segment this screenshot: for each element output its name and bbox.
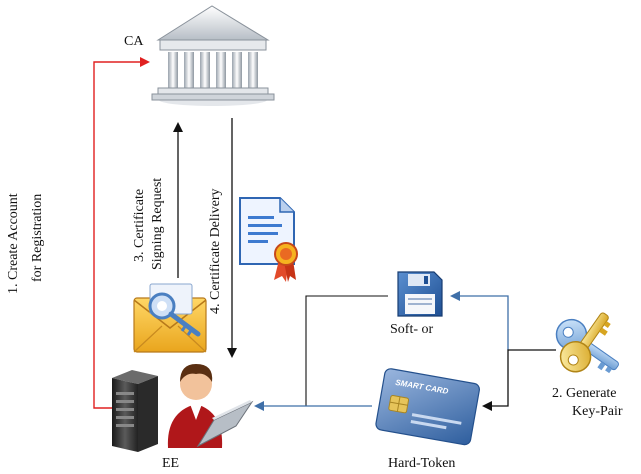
ca-label: CA xyxy=(124,34,144,49)
step4-label: 4. Certificate Delivery xyxy=(208,188,223,314)
server-icon xyxy=(112,370,158,452)
hard-token-label: Hard-Token xyxy=(388,456,456,471)
step3-label-line1: 3. Certificate xyxy=(132,188,147,262)
ee-label: EE xyxy=(162,456,180,471)
user-with-laptop-icon xyxy=(167,364,254,448)
keypair-to-soft-token-arrow xyxy=(450,291,509,350)
step2-label-line1: 2. Generate xyxy=(552,386,617,401)
soft-token-label: Soft- or xyxy=(390,322,434,337)
soft-token-to-ee-line xyxy=(305,295,388,406)
smart-card-icon: SMART CARD xyxy=(375,368,480,446)
registration-arrow xyxy=(93,57,150,409)
envelope-key-icon xyxy=(133,283,207,353)
keys-icon xyxy=(555,312,619,374)
floppy-disk-icon xyxy=(397,271,443,317)
step1-label-line1: 1. Create Account xyxy=(6,193,21,294)
certificate-document-icon xyxy=(239,197,298,282)
keypair-to-hard-token-arrow xyxy=(482,349,556,411)
step1-label-line2: for Registration xyxy=(30,193,45,282)
step3-label-line2: Signing Request xyxy=(150,177,165,270)
step2-label-line2: Key-Pair xyxy=(572,404,623,419)
bank-building-icon xyxy=(151,5,275,106)
